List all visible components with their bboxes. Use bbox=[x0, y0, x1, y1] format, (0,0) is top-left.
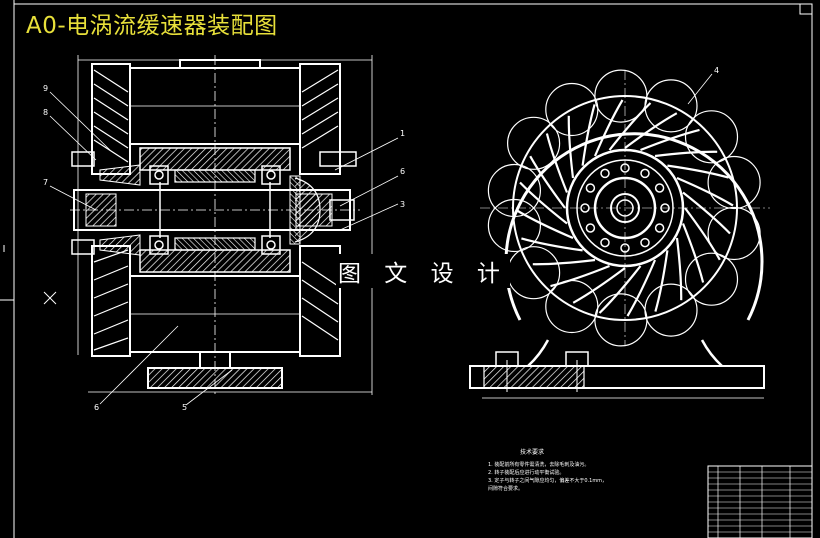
part-label-6-bottom: 6 bbox=[94, 403, 99, 412]
scallop-arc bbox=[487, 198, 542, 253]
rotor-blades bbox=[516, 99, 734, 317]
end-view bbox=[469, 69, 770, 399]
rotor-blade bbox=[624, 112, 678, 149]
part-label-1: 1 bbox=[400, 129, 405, 138]
rotor-blade bbox=[654, 150, 718, 158]
rotor-blade bbox=[667, 164, 729, 179]
rotor-blade bbox=[532, 258, 596, 266]
bolt-hole bbox=[654, 223, 665, 233]
part-leaders bbox=[49, 91, 399, 406]
bolt-hole bbox=[600, 168, 610, 179]
rotor-blade bbox=[640, 128, 700, 152]
scallop-arc bbox=[545, 82, 599, 137]
rotor-blade bbox=[675, 237, 683, 301]
part-label-8: 8 bbox=[43, 108, 48, 117]
scalloped-outline bbox=[487, 69, 761, 347]
bolt-hole bbox=[640, 168, 650, 179]
rotor-blade bbox=[545, 133, 569, 193]
rotor-blade bbox=[593, 99, 624, 157]
notes-line-1: 1. 装配前所有零件需清洗，去除毛刺及油污。 bbox=[488, 461, 589, 468]
notes-line-2: 2. 转子装配后应进行动平衡试验。 bbox=[488, 469, 564, 476]
bolt-hole bbox=[585, 223, 596, 233]
rotor-blade bbox=[598, 265, 642, 314]
part-label-3: 3 bbox=[400, 200, 405, 209]
rotor-blade bbox=[626, 259, 657, 317]
scallop-arc bbox=[707, 155, 761, 210]
drawing-title: A0-电涡流缓速器装配图 bbox=[26, 13, 278, 39]
rotor-blade bbox=[572, 267, 626, 304]
bolt-hole bbox=[585, 183, 596, 193]
scallop-arc bbox=[506, 116, 561, 170]
part-label-9: 9 bbox=[43, 84, 48, 93]
rotor-blade bbox=[519, 181, 568, 225]
scallop-arc bbox=[707, 206, 761, 261]
scallop-arc bbox=[644, 79, 698, 133]
scallop-arc bbox=[684, 110, 739, 164]
rotor-blade bbox=[581, 104, 596, 166]
crosshair-marker bbox=[43, 291, 57, 305]
notes-line-4: 间隙符合要求。 bbox=[488, 485, 523, 492]
rotor-blade bbox=[681, 223, 705, 283]
rotor-blade bbox=[516, 209, 574, 240]
rotor-blade bbox=[676, 176, 734, 207]
bolt-hole bbox=[600, 237, 610, 248]
rotor-blade bbox=[654, 250, 669, 312]
scallop-arc bbox=[684, 252, 739, 306]
scallop-arc bbox=[594, 293, 648, 347]
rotor-blade bbox=[682, 191, 731, 235]
bearing-set bbox=[149, 165, 281, 255]
rotor-blade bbox=[608, 102, 652, 151]
part-label-4: 4 bbox=[714, 66, 719, 75]
part-label-6-right: 6 bbox=[400, 167, 405, 176]
rotor-blade bbox=[684, 207, 721, 261]
notes-heading: 技术要求 bbox=[520, 448, 544, 456]
rotor-blade bbox=[529, 155, 566, 209]
scallop-arc bbox=[487, 163, 542, 218]
bolt-hole bbox=[654, 183, 665, 193]
notes-line-3: 3. 定子与转子之间气隙应均匀，偏差不大于0.1mm， bbox=[488, 477, 607, 484]
title-block bbox=[707, 465, 813, 538]
left-rotor-fins-upper bbox=[93, 69, 129, 163]
section-view bbox=[70, 55, 373, 395]
part-label-7: 7 bbox=[43, 178, 48, 187]
rotor-blade bbox=[550, 264, 610, 288]
technical-notes: 技术要求 1. 装配前所有零件需清洗，去除毛刺及油污。 2. 转子装配后应进行动… bbox=[488, 448, 607, 492]
rotor-blade bbox=[521, 237, 583, 252]
rotor-blade bbox=[567, 115, 575, 179]
part-label-5: 5 bbox=[182, 403, 187, 412]
watermark-text: 图 文 设 计 bbox=[336, 254, 510, 288]
bolt-hole bbox=[640, 237, 650, 248]
